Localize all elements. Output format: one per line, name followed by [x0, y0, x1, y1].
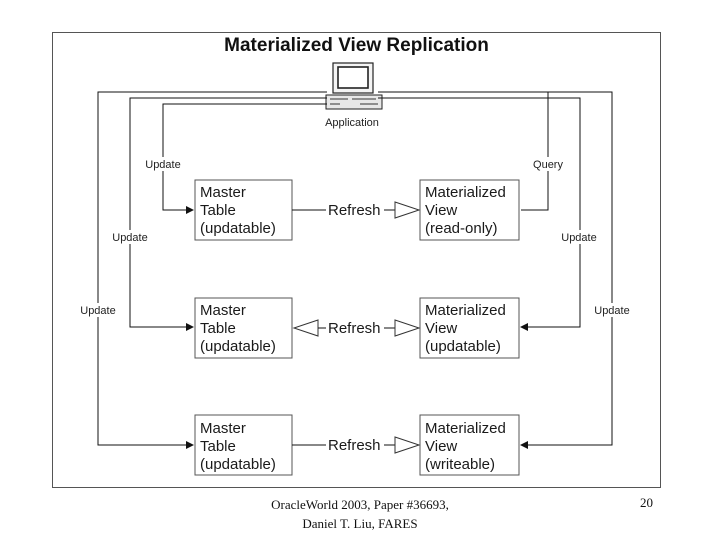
label-update-top-left: Update — [145, 159, 180, 171]
master-line-1: Master — [200, 302, 246, 319]
footer-line-2: Daniel T. Liu, FARES — [302, 516, 418, 531]
row-1: Master Table (updatable) Materialized Vi… — [194, 179, 520, 241]
footer-line-1: OracleWorld 2003, Paper #36693, — [271, 497, 449, 512]
view-line-1: Materialized — [425, 420, 506, 437]
master-table-box — [194, 179, 293, 241]
label-update-mid-right: Update — [561, 232, 596, 244]
side-labels: Update Query Update Update Update Update — [75, 157, 636, 317]
label-query: Query — [533, 159, 563, 171]
footer-citation: OracleWorld 2003, Paper #36693, Daniel T… — [230, 495, 490, 533]
master-line-2: Table — [200, 320, 236, 337]
view-line-1: Materialized — [425, 302, 506, 319]
row-3: Master Table (updatable) Materialized Vi… — [194, 414, 520, 476]
master-table-box — [194, 414, 293, 476]
master-line-3: (updatable) — [200, 456, 276, 473]
refresh-arrow-icon — [394, 201, 421, 219]
label-update-outer-left: Update — [80, 305, 115, 317]
connector-lines — [97, 91, 613, 449]
refresh-arrow-icon — [394, 319, 421, 337]
row-2: Master Table (updatable) Materialized Vi… — [194, 297, 520, 359]
view-line-2: View — [425, 202, 457, 219]
master-line-3: (updatable) — [200, 220, 276, 237]
application-label: Application — [325, 117, 379, 129]
label-update-outer-right: Update — [594, 305, 629, 317]
page-number: 20 — [640, 495, 653, 510]
view-line-3: (updatable) — [425, 338, 501, 355]
refresh-back-arrow-icon — [292, 319, 319, 337]
refresh-arrow-icon — [394, 436, 421, 454]
refresh-label: Refresh — [328, 320, 381, 337]
computer-icon — [325, 62, 383, 110]
view-line-2: View — [425, 438, 457, 455]
diagram-title: Materialized View Replication — [224, 35, 489, 56]
master-line-1: Master — [200, 420, 246, 437]
view-line-2: View — [425, 320, 457, 337]
view-line-3: (writeable) — [425, 456, 495, 473]
refresh-label: Refresh — [328, 202, 381, 219]
master-line-2: Table — [200, 438, 236, 455]
materialized-view-box — [419, 179, 520, 241]
master-line-3: (updatable) — [200, 338, 276, 355]
label-update-mid-left: Update — [112, 232, 147, 244]
refresh-label: Refresh — [328, 437, 381, 454]
materialized-view-box — [419, 297, 520, 359]
master-table-box — [194, 297, 293, 359]
master-line-2: Table — [200, 202, 236, 219]
view-line-1: Materialized — [425, 184, 506, 201]
master-line-1: Master — [200, 184, 246, 201]
view-line-3: (read-only) — [425, 220, 498, 237]
materialized-view-box — [419, 414, 520, 476]
